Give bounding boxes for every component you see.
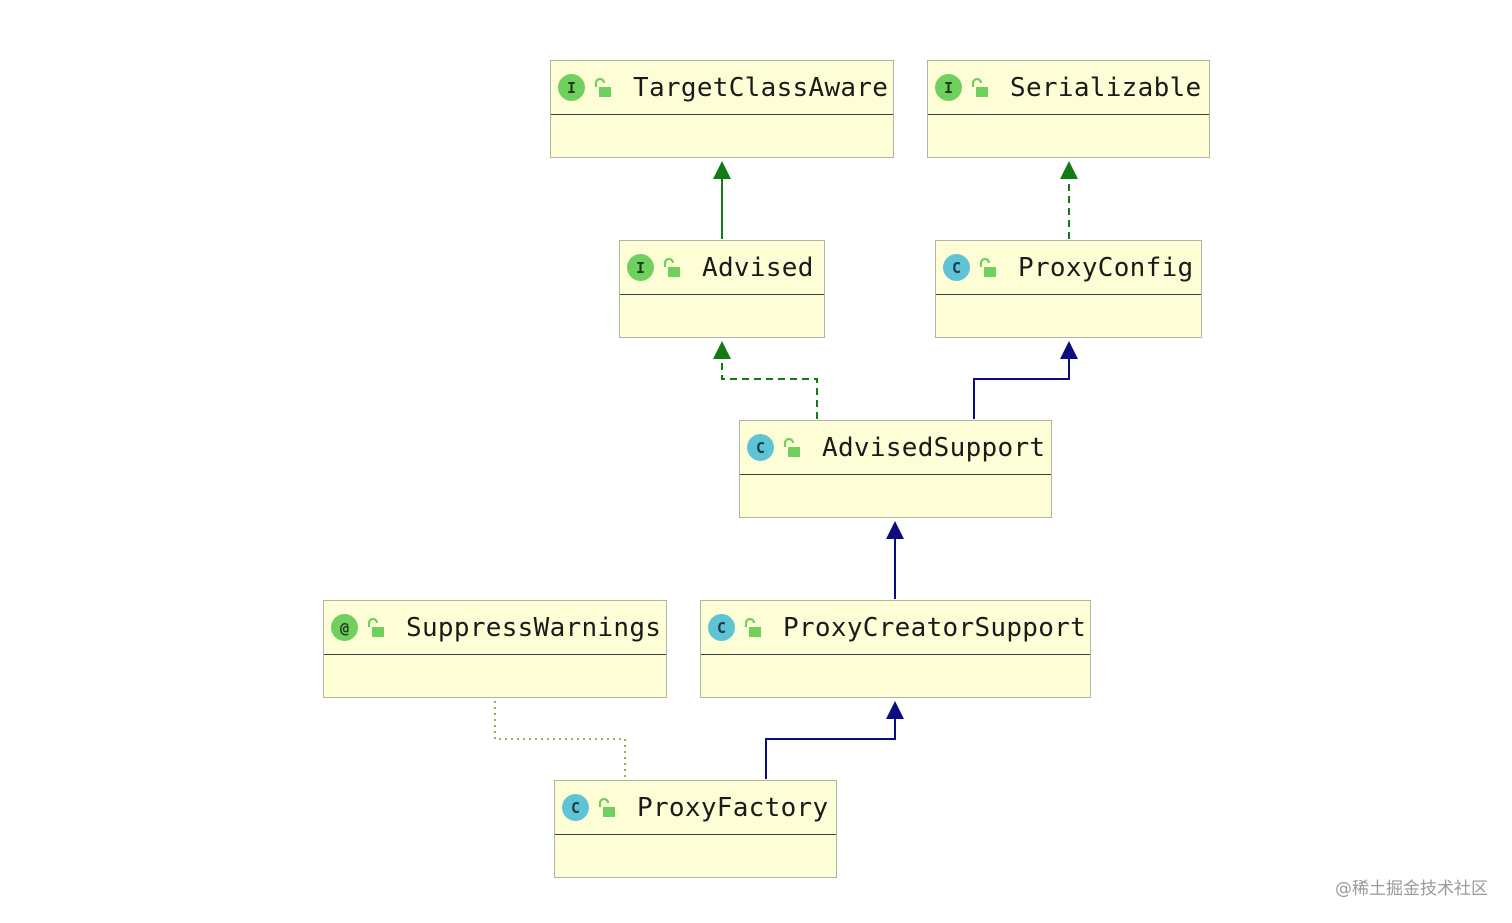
node-header: I TargetClassAware [551, 61, 893, 115]
node-header: @ SuppressWarnings [324, 601, 666, 655]
class-node-serializable[interactable]: I Serializable [927, 60, 1210, 158]
edge-line [765, 717, 896, 779]
class-node-advisedsupport[interactable]: C AdvisedSupport [739, 420, 1052, 518]
edge-proxyconfig-to-serializable [1060, 161, 1078, 239]
node-header: C ProxyCreatorSupport [701, 601, 1090, 655]
class-badge-icon: C [562, 794, 589, 821]
public-lock-icon [783, 437, 800, 457]
edge-line [973, 357, 1070, 419]
class-badge-icon: C [943, 254, 970, 281]
class-node-suppresswarnings[interactable]: @ SuppressWarnings [323, 600, 667, 698]
interface-badge-icon: I [627, 254, 654, 281]
edge-proxycreatorsupport-to-advisedsupport [886, 521, 904, 599]
edge-arrowhead [713, 341, 731, 359]
edge-line [721, 357, 818, 419]
watermark: @稀土掘金技术社区 [1335, 879, 1488, 899]
public-lock-icon [594, 77, 611, 97]
class-node-proxyfactory[interactable]: C ProxyFactory [554, 780, 837, 878]
node-title: SuppressWarnings [406, 612, 662, 643]
interface-badge-icon: I [935, 74, 962, 101]
node-header: I Serializable [928, 61, 1209, 115]
edge-proxyfactory-to-proxycreatorsupport [765, 701, 904, 779]
interface-badge-icon: I [558, 74, 585, 101]
node-title: ProxyFactory [637, 792, 829, 823]
node-title: ProxyCreatorSupport [783, 612, 1087, 643]
public-lock-icon [971, 77, 988, 97]
node-title: Advised [702, 252, 814, 283]
edge-arrowhead [886, 521, 904, 539]
annotation-badge-icon: @ [331, 614, 358, 641]
node-header: C AdvisedSupport [740, 421, 1051, 475]
public-lock-icon [744, 617, 761, 637]
edge-line [494, 700, 626, 777]
edge-proxyfactory-to-suppresswarnings [494, 700, 626, 777]
class-node-advised[interactable]: I Advised [619, 240, 825, 338]
public-lock-icon [598, 797, 615, 817]
node-header: C ProxyFactory [555, 781, 836, 835]
class-badge-icon: C [747, 434, 774, 461]
node-header: C ProxyConfig [936, 241, 1201, 295]
edge-advisedsupport-to-proxyconfig [973, 341, 1078, 419]
node-title: Serializable [1010, 72, 1202, 103]
class-node-proxyconfig[interactable]: C ProxyConfig [935, 240, 1202, 338]
edge-advisedsupport-to-advised [713, 341, 818, 419]
node-title: AdvisedSupport [822, 432, 1046, 463]
node-header: I Advised [620, 241, 824, 295]
public-lock-icon [979, 257, 996, 277]
edge-arrowhead [1060, 341, 1078, 359]
class-badge-icon: C [708, 614, 735, 641]
node-title: TargetClassAware [633, 72, 889, 103]
class-node-targetclassaware[interactable]: I TargetClassAware [550, 60, 894, 158]
class-node-proxycreatorsupport[interactable]: C ProxyCreatorSupport [700, 600, 1091, 698]
node-title: ProxyConfig [1018, 252, 1194, 283]
edge-arrowhead [886, 701, 904, 719]
public-lock-icon [663, 257, 680, 277]
public-lock-icon [367, 617, 384, 637]
edge-advised-to-targetclassaware [713, 161, 731, 239]
edge-arrowhead [713, 161, 731, 179]
edge-arrowhead [1060, 161, 1078, 179]
